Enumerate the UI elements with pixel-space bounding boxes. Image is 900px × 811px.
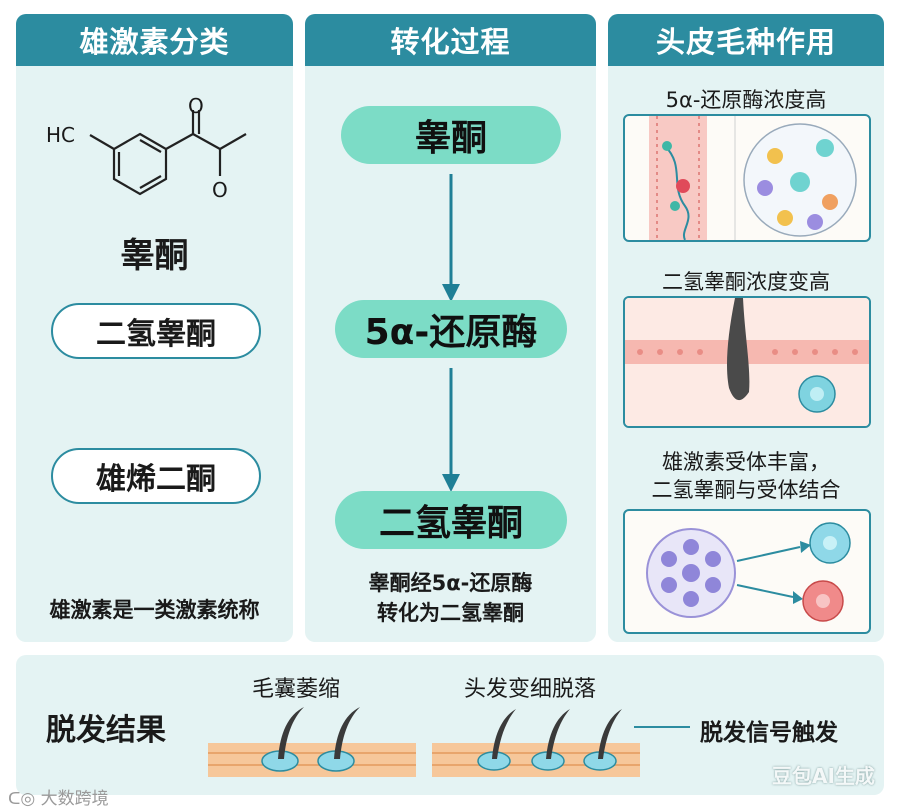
result-signal-label: 脱发信号触发: [700, 720, 838, 746]
molecule-hc-label: HC: [46, 123, 76, 147]
enzyme-illustration: [623, 114, 871, 242]
receptor-illustration: [623, 509, 871, 634]
process-caption-line2: 转化为二氢睾酮: [377, 601, 524, 625]
watermark-bottom-left: ᑕ◎ 大数跨境: [8, 784, 109, 809]
process-step-testosterone: 睾酮: [341, 106, 561, 164]
scalp-title: 头皮毛种作用: [608, 14, 884, 66]
main-hormone-label: 睾酮: [120, 236, 189, 276]
follicle-illustration: [623, 296, 871, 428]
classification-footer: 雄激素是一类激素统称: [49, 598, 260, 622]
atrophy-illustration: [208, 707, 416, 777]
result-label-atrophy: 毛囊萎缩: [252, 677, 341, 702]
molecule-o-top: O: [188, 94, 204, 118]
molecule-structure: [89, 110, 247, 196]
watermark-logo-icon: ᑕ◎: [8, 789, 36, 809]
scalp-label-receptor-line2: 二氢睾酮与受体结合: [651, 478, 841, 502]
result-title: 脱发结果: [46, 713, 166, 748]
dht-pill: 二氢睾酮: [51, 303, 261, 359]
scalp-label-enzyme: 5α-还原酶浓度高: [665, 88, 827, 112]
process-panel: 转化过程 睾酮 5α-还原酶 二氢睾酮 睾酮经5α-还原酶 转化为二氢睾酮: [305, 14, 596, 642]
signal-connector-line: [634, 726, 690, 728]
process-caption-line1: 睾酮经5α-还原酶: [368, 571, 533, 595]
thinning-illustration: [432, 709, 640, 777]
androstenedione-pill: 雄烯二酮: [51, 448, 261, 504]
result-panel: 脱发结果 毛囊萎缩 头发变细脱落 脱发信号触发: [16, 655, 884, 795]
watermark-bottom-right: 豆包AI生成: [772, 764, 875, 788]
scalp-label-dht: 二氢睾酮浓度变高: [662, 270, 830, 294]
arrow-down-icon: [442, 368, 460, 492]
classification-title: 雄激素分类: [16, 14, 293, 66]
scalp-label-receptor-line1: 雄激素受体丰富，: [662, 450, 830, 474]
arrow-down-icon: [442, 174, 460, 302]
result-label-thinning: 头发变细脱落: [464, 677, 597, 702]
molecule-o-side: O: [212, 178, 228, 202]
watermark-bottom-left-text: 大数跨境: [40, 789, 109, 809]
scalp-panel: 头皮毛种作用 5α-还原酶浓度高 二氢睾酮浓度变高: [608, 14, 884, 642]
process-step-enzyme: 5α-还原酶: [335, 300, 567, 358]
process-title: 转化过程: [305, 14, 596, 66]
process-step-dht: 二氢睾酮: [335, 491, 567, 549]
classification-panel: 雄激素分类 HC O O 睾酮 二氢睾酮 雄烯二酮 雄激素是一类激素统称: [16, 14, 293, 642]
